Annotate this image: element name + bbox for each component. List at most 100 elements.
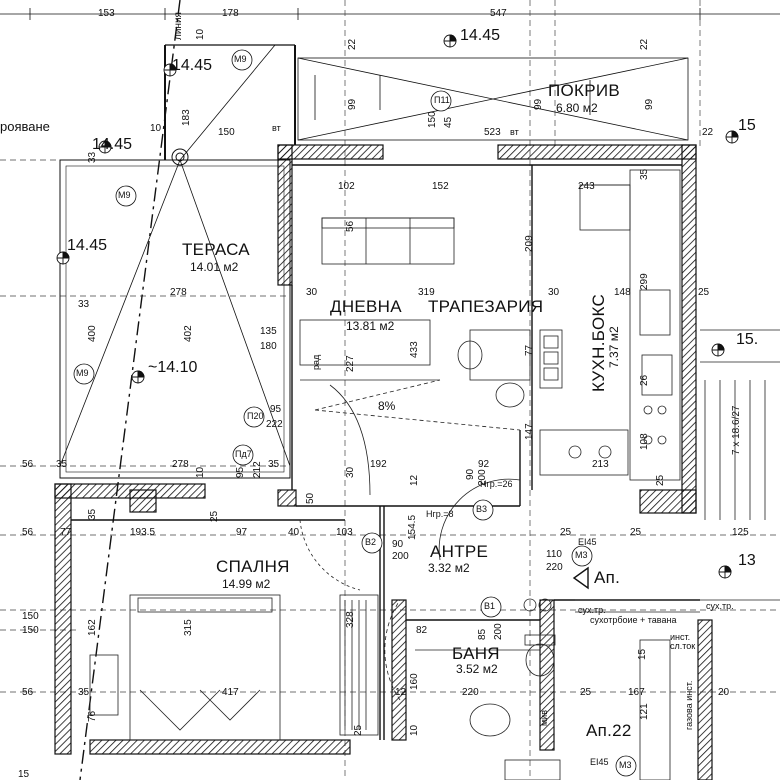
mark-p20: П20 (247, 411, 264, 421)
dim: 200 (392, 551, 409, 562)
dim: 99 (347, 98, 358, 110)
dim: 22 (702, 127, 714, 138)
mark-m3-b: М3 (619, 760, 632, 770)
dim: 150 (22, 611, 39, 622)
dim: 25 (698, 287, 710, 298)
dim: 103 (336, 527, 353, 538)
dim: 35 (56, 459, 68, 470)
dim: 50 (305, 492, 316, 504)
dry-riser-label-2: сух.тр. (706, 601, 734, 611)
dim: 20 (718, 687, 730, 698)
vt-label-1: вт (272, 123, 281, 133)
kitchen-furniture (539, 169, 681, 481)
dim: 33 (78, 299, 90, 310)
dim: 153 (98, 8, 115, 19)
dim: 30 (548, 287, 560, 298)
dim: 547 (490, 8, 507, 19)
install-label-1: инст. (670, 632, 691, 642)
dim: 209 (524, 235, 535, 252)
dim: 152 (432, 181, 449, 192)
mark-m9-a: М9 (234, 54, 247, 64)
dim: 40 (288, 527, 300, 538)
vt-label-2: вт (510, 127, 519, 137)
terrace-outline (59, 44, 296, 479)
dim: 45 (443, 116, 454, 128)
dim: 135 (260, 326, 277, 337)
level-terrace-corner: 14.45 (172, 57, 213, 74)
dim: 125 (732, 527, 749, 538)
level-terrace-left-1: 14.45 (92, 136, 133, 153)
dim: 154.5 (407, 514, 418, 540)
dim: 25 (580, 687, 592, 698)
roof-area (297, 57, 689, 141)
entrance-triangle-icon (572, 566, 589, 590)
dim: 12 (395, 687, 407, 698)
gas-label: газова инст. (684, 680, 694, 730)
dim: 192 (370, 459, 387, 470)
dim: 148 (614, 287, 631, 298)
dim: 76 (87, 710, 98, 722)
dim: 150 (427, 111, 438, 128)
dim: 22 (639, 38, 650, 50)
dim: 220 (462, 687, 479, 698)
edge-left-label: рояване (0, 119, 50, 134)
dim: 243 (578, 181, 595, 192)
dim: 278 (170, 287, 187, 298)
dim: 213 (592, 459, 609, 470)
mark-m9-b: М9 (118, 190, 131, 200)
mark-b3: В3 (476, 504, 488, 514)
dim: 183 (181, 109, 192, 126)
level-marker-icon (443, 34, 457, 48)
dim: 180 (260, 341, 277, 352)
apartment-arrow-label: Ап. (594, 568, 621, 587)
dim: 10 (150, 123, 162, 134)
dim: 22 (347, 38, 358, 50)
dim: 417 (222, 687, 239, 698)
ceiling-dry-label: сухотрбоие + тавана (590, 615, 677, 625)
dim: 25 (209, 510, 220, 522)
level-right-1: 15 (738, 117, 756, 134)
dim: 433 (409, 341, 420, 358)
mark-b1: В1 (484, 601, 496, 611)
partitions (71, 164, 700, 740)
dim: 150 (22, 625, 39, 636)
dim: 167 (628, 687, 645, 698)
dim: 85 (477, 628, 488, 640)
mark-b2: В2 (365, 537, 377, 547)
dim: 315 (183, 619, 194, 636)
dim: 108 (639, 433, 650, 450)
install-label-2: сл.ток (670, 641, 696, 651)
line-label: линия (173, 12, 184, 40)
level-marker-icon (131, 370, 145, 384)
dim: 400 (87, 325, 98, 342)
level-marker-icon (718, 565, 732, 579)
dim: 193.5 (130, 527, 156, 538)
dim: 10 (195, 466, 206, 478)
bath-label: БАНЯ (452, 644, 500, 663)
dim: 200 (477, 469, 488, 486)
dining-label: ТРАПЕЗАРИЯ (428, 297, 544, 316)
dim: 25 (560, 527, 572, 538)
dim: 15 (637, 648, 648, 660)
dim: 278 (172, 459, 189, 470)
level-top-right: 14.45 (460, 27, 501, 44)
dim: 35 (87, 508, 98, 520)
dim: 30 (345, 466, 356, 478)
living-area: 13.81 м2 (346, 319, 395, 333)
hall-area: 3.32 м2 (428, 561, 470, 575)
level-terrace-left-2: 14.45 (67, 237, 108, 254)
dim: 402 (183, 325, 194, 342)
dim: 90 (392, 539, 404, 550)
living-label: ДНЕВНА (330, 297, 402, 316)
level-right-2: 15. (736, 331, 759, 348)
sink-label: мив (539, 710, 549, 726)
dim: 299 (639, 273, 650, 290)
apartment-22-label: Ап.22 (586, 721, 632, 740)
bedroom-furniture (89, 519, 379, 741)
hall-label: АНТРЕ (430, 542, 489, 561)
dim: 25 (655, 474, 666, 486)
dim: 56 (345, 220, 356, 232)
dim: 212 (252, 461, 263, 478)
